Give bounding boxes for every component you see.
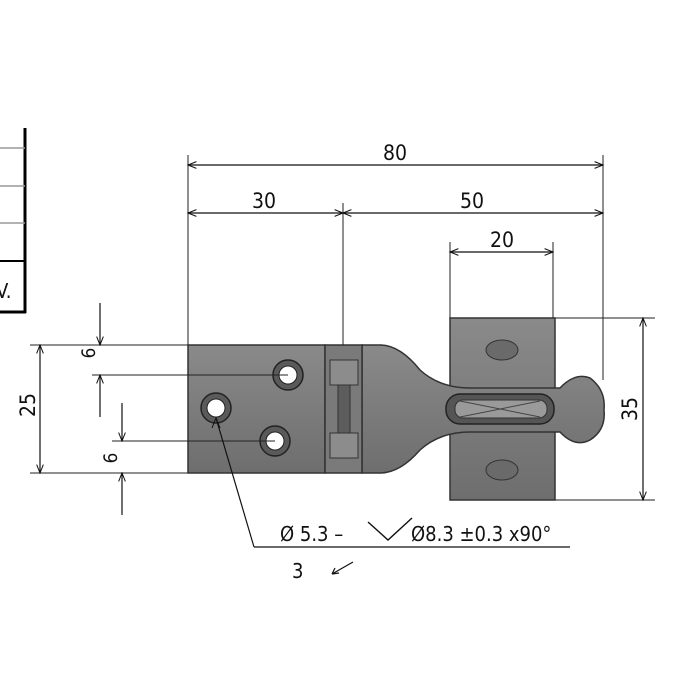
dimension-30: 30 (186, 189, 345, 217)
svg-text:50: 50 (460, 189, 484, 213)
quantity-partial: 3 (292, 559, 303, 583)
svg-text:30: 30 (252, 189, 276, 213)
svg-text:20: 20 (490, 228, 514, 252)
title-block-text: V. (0, 279, 11, 303)
svg-text:80: 80 (383, 141, 407, 165)
dimension-80: 80 (186, 141, 605, 169)
svg-text:35: 35 (618, 397, 642, 421)
dimension-20: 20 (448, 228, 555, 256)
hole-spec-prefix: Ø 5.3 – (280, 522, 343, 546)
extension-lines (30, 155, 655, 501)
title-block: V. (0, 128, 27, 314)
dimension-6-bottom: 6 (100, 403, 126, 515)
dimension-25: 25 (16, 343, 44, 475)
hole-spec-suffix: Ø8.3 ±0.3 x90° (411, 522, 551, 546)
dimension-6-top: 6 (78, 303, 104, 417)
dimension-50: 50 (341, 189, 605, 217)
svg-text:6: 6 (78, 348, 100, 359)
svg-text:25: 25 (16, 393, 40, 417)
dimension-35: 35 (618, 316, 647, 502)
countersink-symbol (367, 517, 413, 541)
hole-callout: Ø 5.3 – Ø8.3 ±0.3 x90° 3 (211, 416, 570, 583)
svg-text:6: 6 (100, 453, 122, 464)
hasp-part (187, 317, 605, 501)
